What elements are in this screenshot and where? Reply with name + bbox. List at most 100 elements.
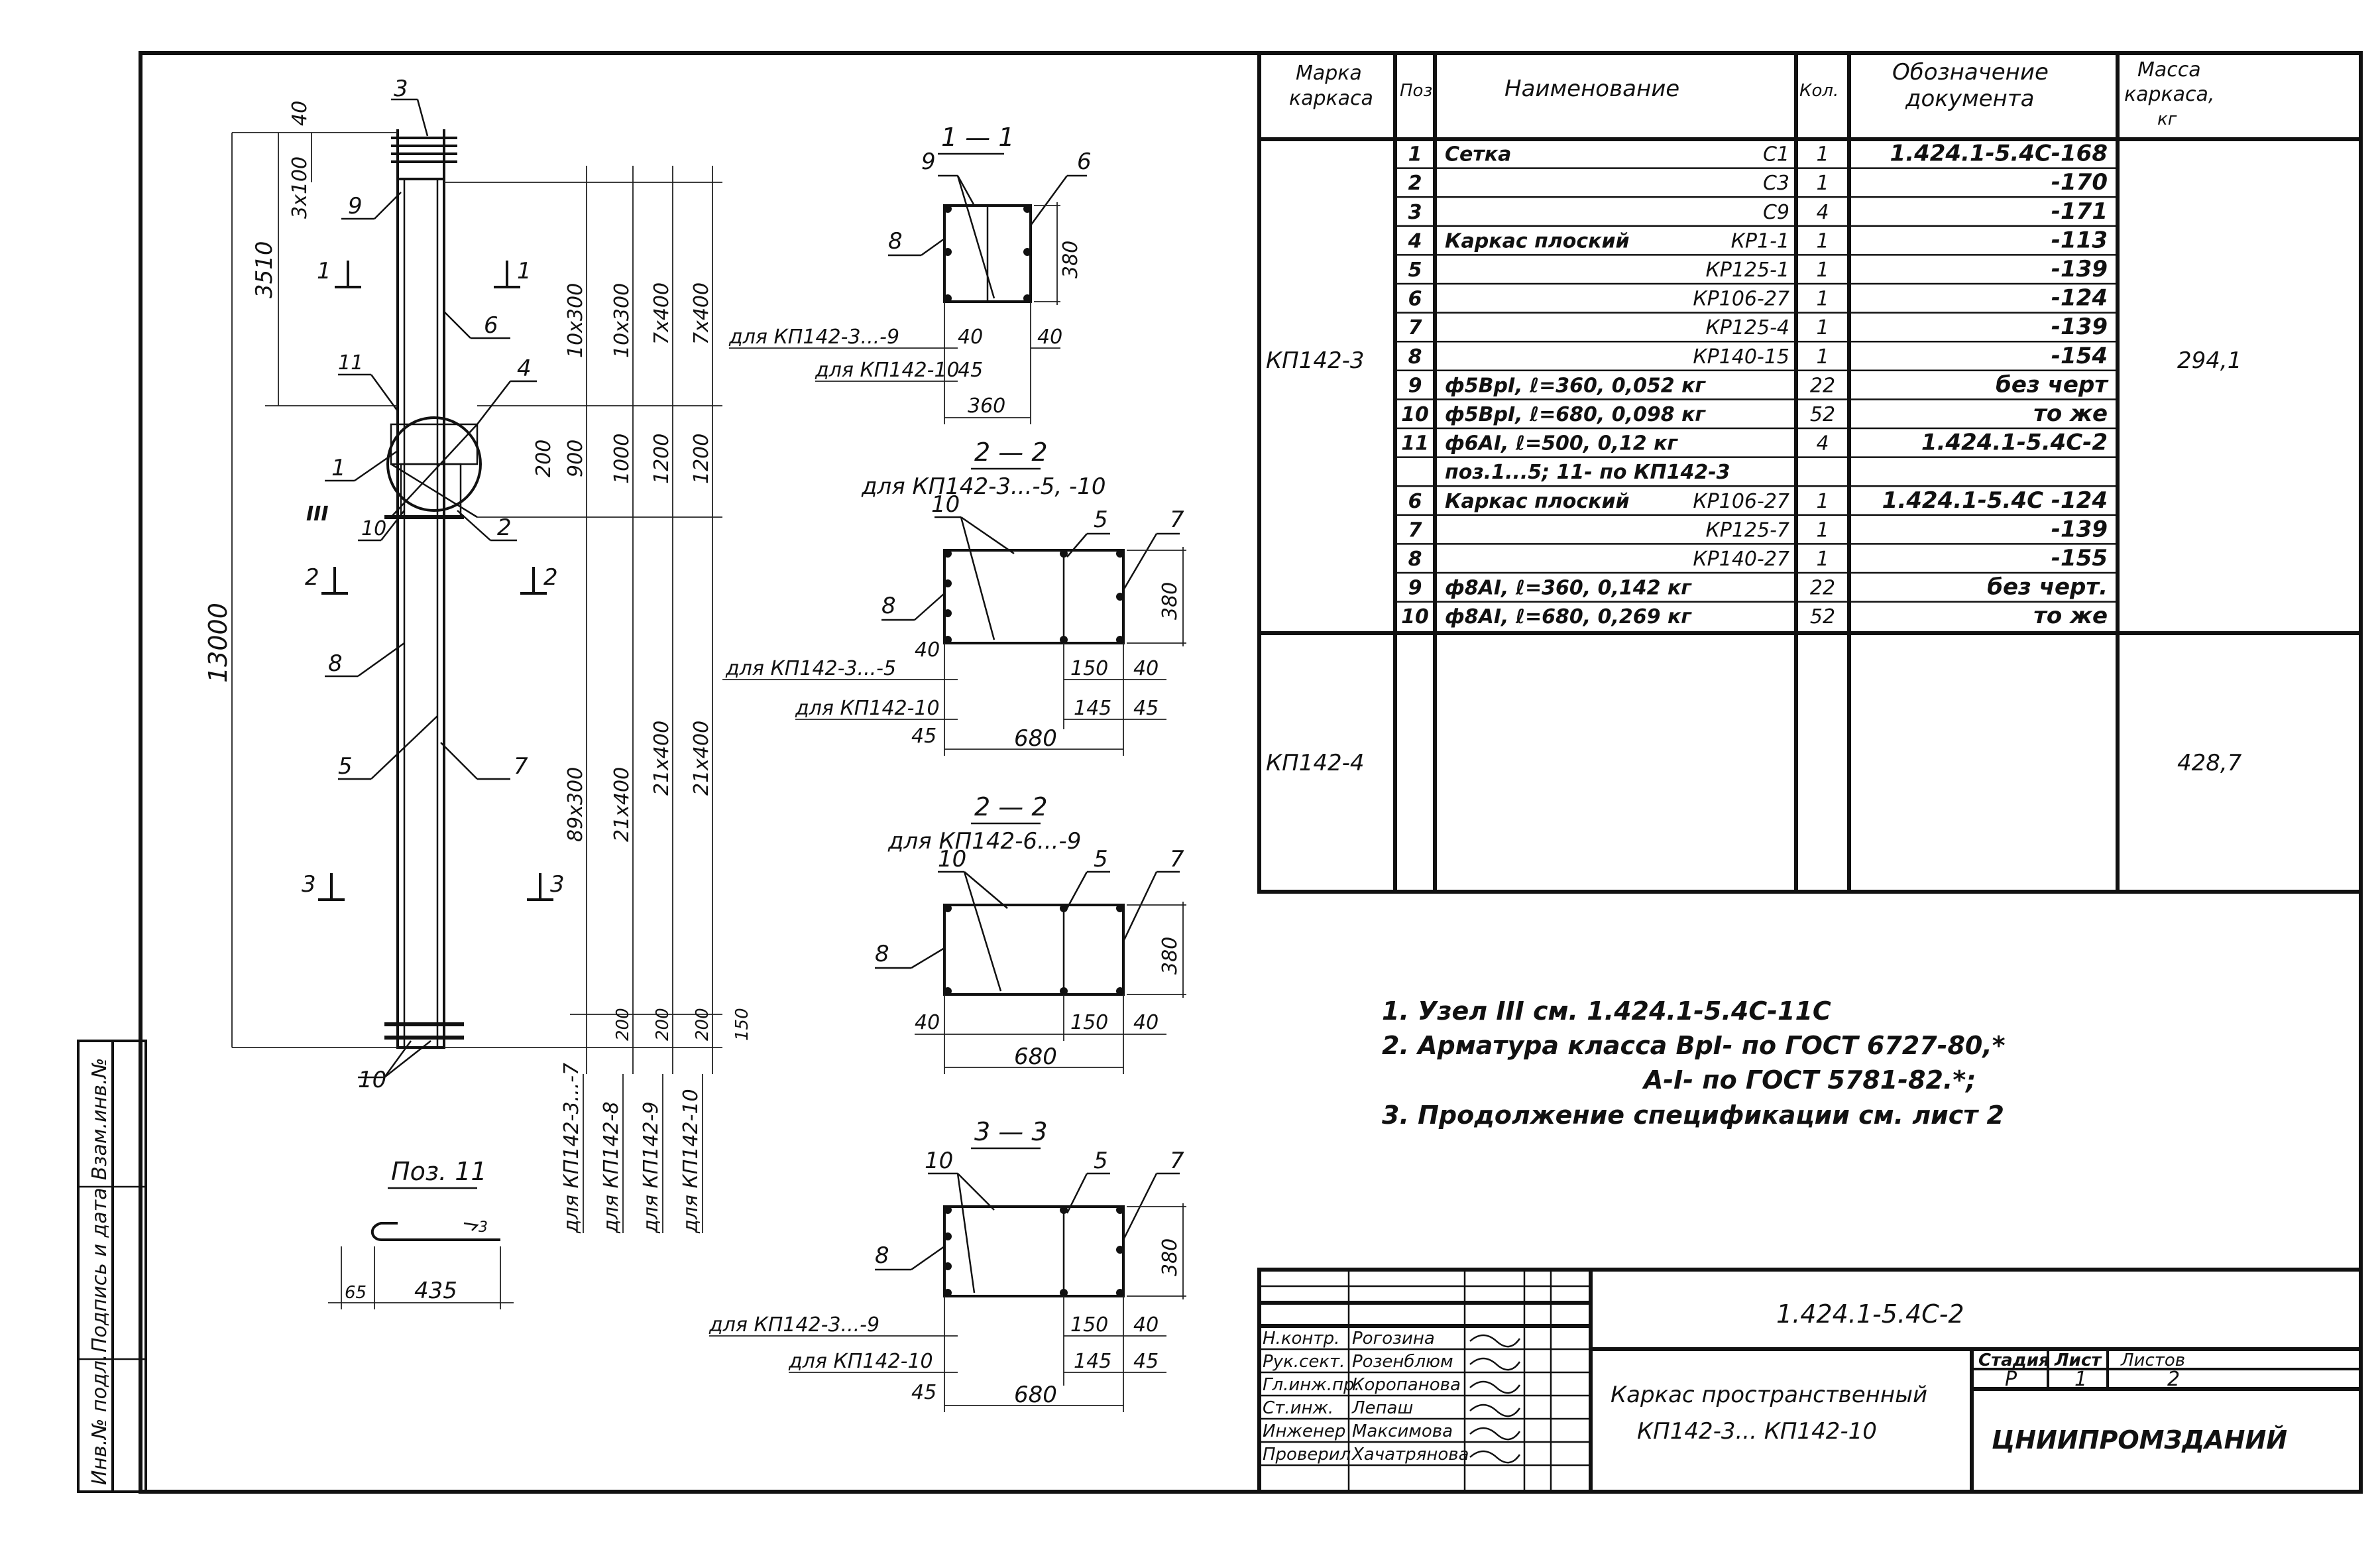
- sec22a-d150: 150: [1070, 657, 1108, 680]
- table-cell-pos: 8: [1408, 345, 1422, 369]
- table-cell-doc: без черт: [1996, 371, 2109, 398]
- zone-1: 1000: [610, 434, 634, 484]
- section-1-1: 1 — 1 9 6 8 380 для КП142-3...-9: [728, 123, 1092, 424]
- table-cell-pos: 8: [1408, 548, 1422, 571]
- table-cell-qty: 1: [1816, 345, 1829, 369]
- table-cell-pos: 11: [1401, 432, 1429, 455]
- sec22b-c5: 5: [1094, 846, 1108, 872]
- cut-2-left: 2: [305, 564, 319, 591]
- note-2: 2. Арматура класса ВрI- по ГОСТ 6727-80,…: [1382, 1031, 2006, 1060]
- bottom-1: 200: [653, 1008, 673, 1041]
- column-outline: [396, 178, 445, 1049]
- poz11-detail: Поз. 11 3 65 435: [328, 1157, 514, 1309]
- signer-name: Максимова: [1352, 1421, 1453, 1441]
- table-cell-pos: 10: [1401, 403, 1429, 426]
- sec22a-h: 380: [1159, 582, 1182, 620]
- sec33-d145: 145: [1074, 1350, 1111, 1373]
- group-mark-0: КП142-3: [1266, 347, 1365, 374]
- sec22b-d150: 150: [1070, 1011, 1108, 1034]
- signer-role: Инженер: [1263, 1421, 1345, 1441]
- sec22b-d40: 40: [915, 1011, 940, 1034]
- variant-1: для КП142-8: [600, 1101, 623, 1234]
- table-cell-name: ф5ВрI, ℓ=680, 0,098 кг: [1445, 403, 1706, 426]
- table-cell-mark: КР106-27: [1693, 490, 1789, 513]
- sec11-c6: 6: [1077, 149, 1092, 175]
- callout-10-bottom: 10: [358, 1067, 386, 1093]
- zone-0: 900: [564, 440, 587, 477]
- sec33-a: для КП142-3...-9: [708, 1313, 879, 1337]
- signer-role: Н.контр.: [1263, 1329, 1339, 1348]
- cut-1-right: 1: [517, 258, 532, 284]
- spacing-3: 7x400: [690, 282, 713, 345]
- dim-200: 200: [532, 440, 555, 477]
- signer-name: Коропанова: [1352, 1375, 1461, 1395]
- bottom-2: 200: [693, 1008, 712, 1041]
- table-cell-qty: 1: [1816, 548, 1829, 571]
- table-cell-qty: 1: [1816, 490, 1829, 513]
- table-cell-mark: КР1-1: [1731, 229, 1789, 253]
- table-cell-pos: 5: [1408, 259, 1422, 282]
- signer-name: Рогозина: [1352, 1329, 1435, 1348]
- sec11-h: 380: [1059, 241, 1082, 278]
- table-cell-doc: -154: [2051, 343, 2108, 369]
- note-3: 3. Продолжение спецификации см. лист 2: [1382, 1101, 2004, 1130]
- signer-role: Ст.инж.: [1263, 1398, 1333, 1418]
- sec33-c5: 5: [1094, 1148, 1108, 1174]
- sec22b-title: 2 — 2: [974, 792, 1048, 821]
- table-cell-qty: 4: [1816, 432, 1829, 455]
- sec22a-d45: 45: [911, 725, 936, 748]
- th-marka-1: Марка: [1296, 62, 1362, 85]
- stamp-stage: Р: [2005, 1368, 2017, 1391]
- sec22b-sub: для КП142-6...-9: [887, 828, 1081, 855]
- table-cell-mark: С3: [1763, 172, 1789, 195]
- sec11-title: 1 — 1: [941, 123, 1015, 152]
- note-1: 1. Узел III см. 1.424.1-5.4С-11С: [1382, 996, 1831, 1026]
- sec33-c7: 7: [1170, 1148, 1184, 1174]
- lower-0: 89x300: [564, 767, 587, 842]
- table-cell-name: поз.1...5; 11- по КП142-3: [1445, 461, 1730, 484]
- section-3-3: 3 — 3 10 5 7 8 380: [708, 1117, 1186, 1412]
- table-cell-doc: то же: [2033, 400, 2108, 427]
- th-marka-2: каркаса: [1289, 87, 1373, 110]
- sec22a-d40: 40: [915, 638, 940, 662]
- stamp-sheet: 1: [2074, 1368, 2087, 1391]
- zone-2: 1200: [650, 434, 673, 484]
- table-cell-name: ф6АI, ℓ=500, 0,12 кг: [1445, 432, 1678, 455]
- table-cell-qty: 1: [1816, 518, 1829, 542]
- dim-40: 40: [288, 101, 312, 126]
- side-stamp: Инв.№ подл. Подпись и дата Взам.инв.№: [77, 1040, 147, 1493]
- sec22b-c7: 7: [1170, 846, 1184, 872]
- callout-9: 9: [348, 193, 363, 219]
- top-mesh: [391, 129, 457, 179]
- cut-2-right: 2: [543, 564, 558, 591]
- stamp-title-2: КП142-3... КП142-10: [1637, 1418, 1877, 1445]
- stamp-sheet-label: Лист: [2054, 1350, 2102, 1370]
- table-cell-pos: 6: [1408, 490, 1422, 513]
- table-cell-name: ф5ВрI, ℓ=360, 0,052 кг: [1445, 374, 1706, 397]
- cut-1-left: 1: [317, 258, 331, 284]
- sec11-c9: 9: [921, 149, 936, 175]
- table-cell-doc: -124: [2051, 285, 2108, 312]
- group-mass-0: 294,1: [2177, 347, 2241, 374]
- sec22b-c8: 8: [875, 941, 889, 967]
- sec33-title: 3 — 3: [974, 1117, 1048, 1146]
- table-cell-doc: 1.424.1-5.4С-168: [1890, 141, 2108, 167]
- group-mark-1: КП142-4: [1266, 750, 1365, 776]
- sec22a-c5: 5: [1094, 507, 1108, 533]
- node-circle: [386, 416, 482, 512]
- sec22b-w: 680: [1014, 1044, 1057, 1070]
- table-cell-pos: 3: [1408, 201, 1422, 224]
- poz11-title: Поз. 11: [391, 1157, 487, 1186]
- sec33-w: 680: [1014, 1382, 1057, 1408]
- sec22a-a: для КП142-3...-5: [725, 657, 896, 680]
- table-cell-mark: КР125-7: [1705, 518, 1789, 542]
- elevation-view: 13000 3510 3x100 40 200 10x300 10x300 7x…: [203, 76, 752, 1234]
- table-cell-doc: без черт.: [1987, 574, 2108, 601]
- sec11-d45: 45: [958, 359, 983, 382]
- table-cell-doc: -139: [2051, 516, 2108, 542]
- table-cell-qty: 1: [1816, 288, 1829, 311]
- stamp-title-1: Каркас пространственный: [1611, 1382, 1927, 1408]
- sec33-c10: 10: [925, 1148, 953, 1174]
- table-cell-doc: -139: [2051, 314, 2108, 340]
- sec22a-b: для КП142-10: [795, 697, 940, 720]
